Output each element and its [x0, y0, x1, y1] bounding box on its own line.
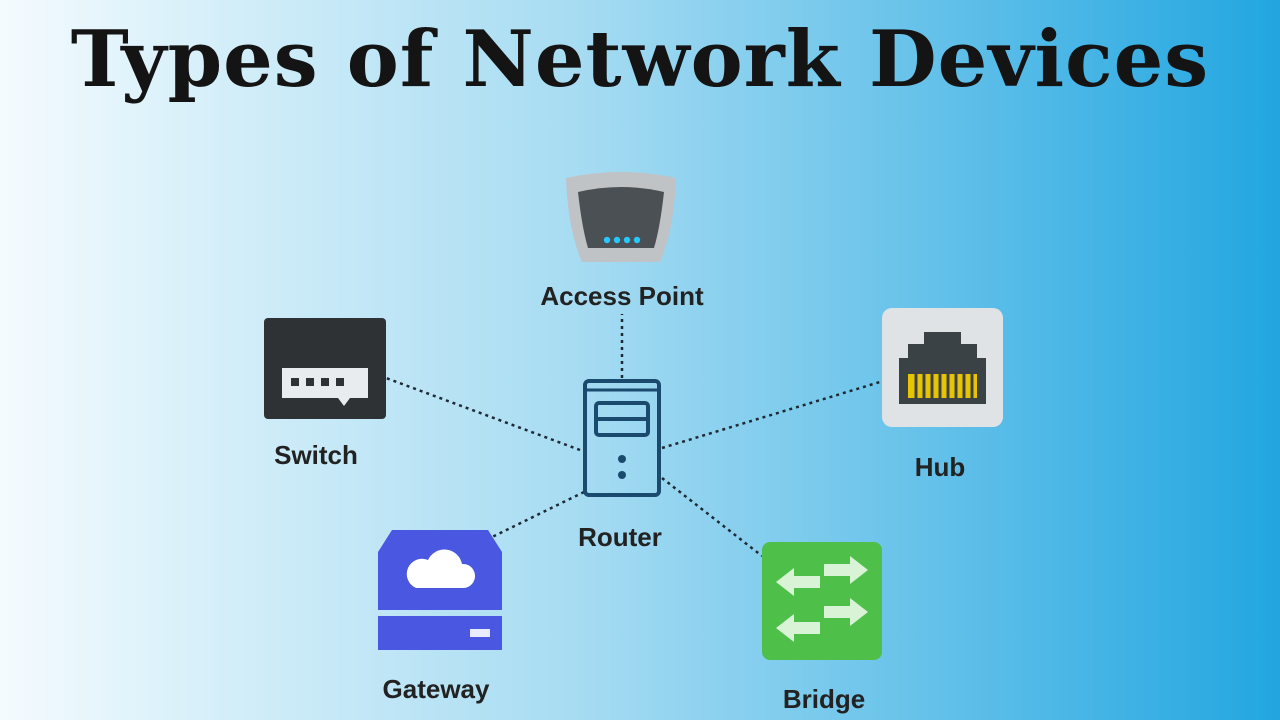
router-label: Router	[578, 522, 662, 552]
switch-label: Switch	[274, 440, 358, 470]
router-icon[interactable]	[582, 378, 662, 498]
access-point-label: Access Point	[540, 281, 704, 311]
hub-label: Hub	[914, 452, 966, 482]
page-title: Types of Network Devices	[70, 14, 1210, 105]
edge-router-hub	[661, 380, 881, 450]
hub-icon[interactable]	[882, 308, 1003, 427]
edge-router-bridge	[661, 477, 763, 557]
bridge-label: Bridge	[782, 684, 866, 714]
switch-icon[interactable]	[264, 318, 386, 419]
gateway-label: Gateway	[382, 674, 490, 704]
edge-router-switch	[385, 376, 581, 452]
cloud-gateway-icon[interactable]	[378, 530, 502, 652]
bridge-arrows-icon[interactable]	[762, 542, 882, 660]
access-point-icon[interactable]	[560, 170, 682, 268]
